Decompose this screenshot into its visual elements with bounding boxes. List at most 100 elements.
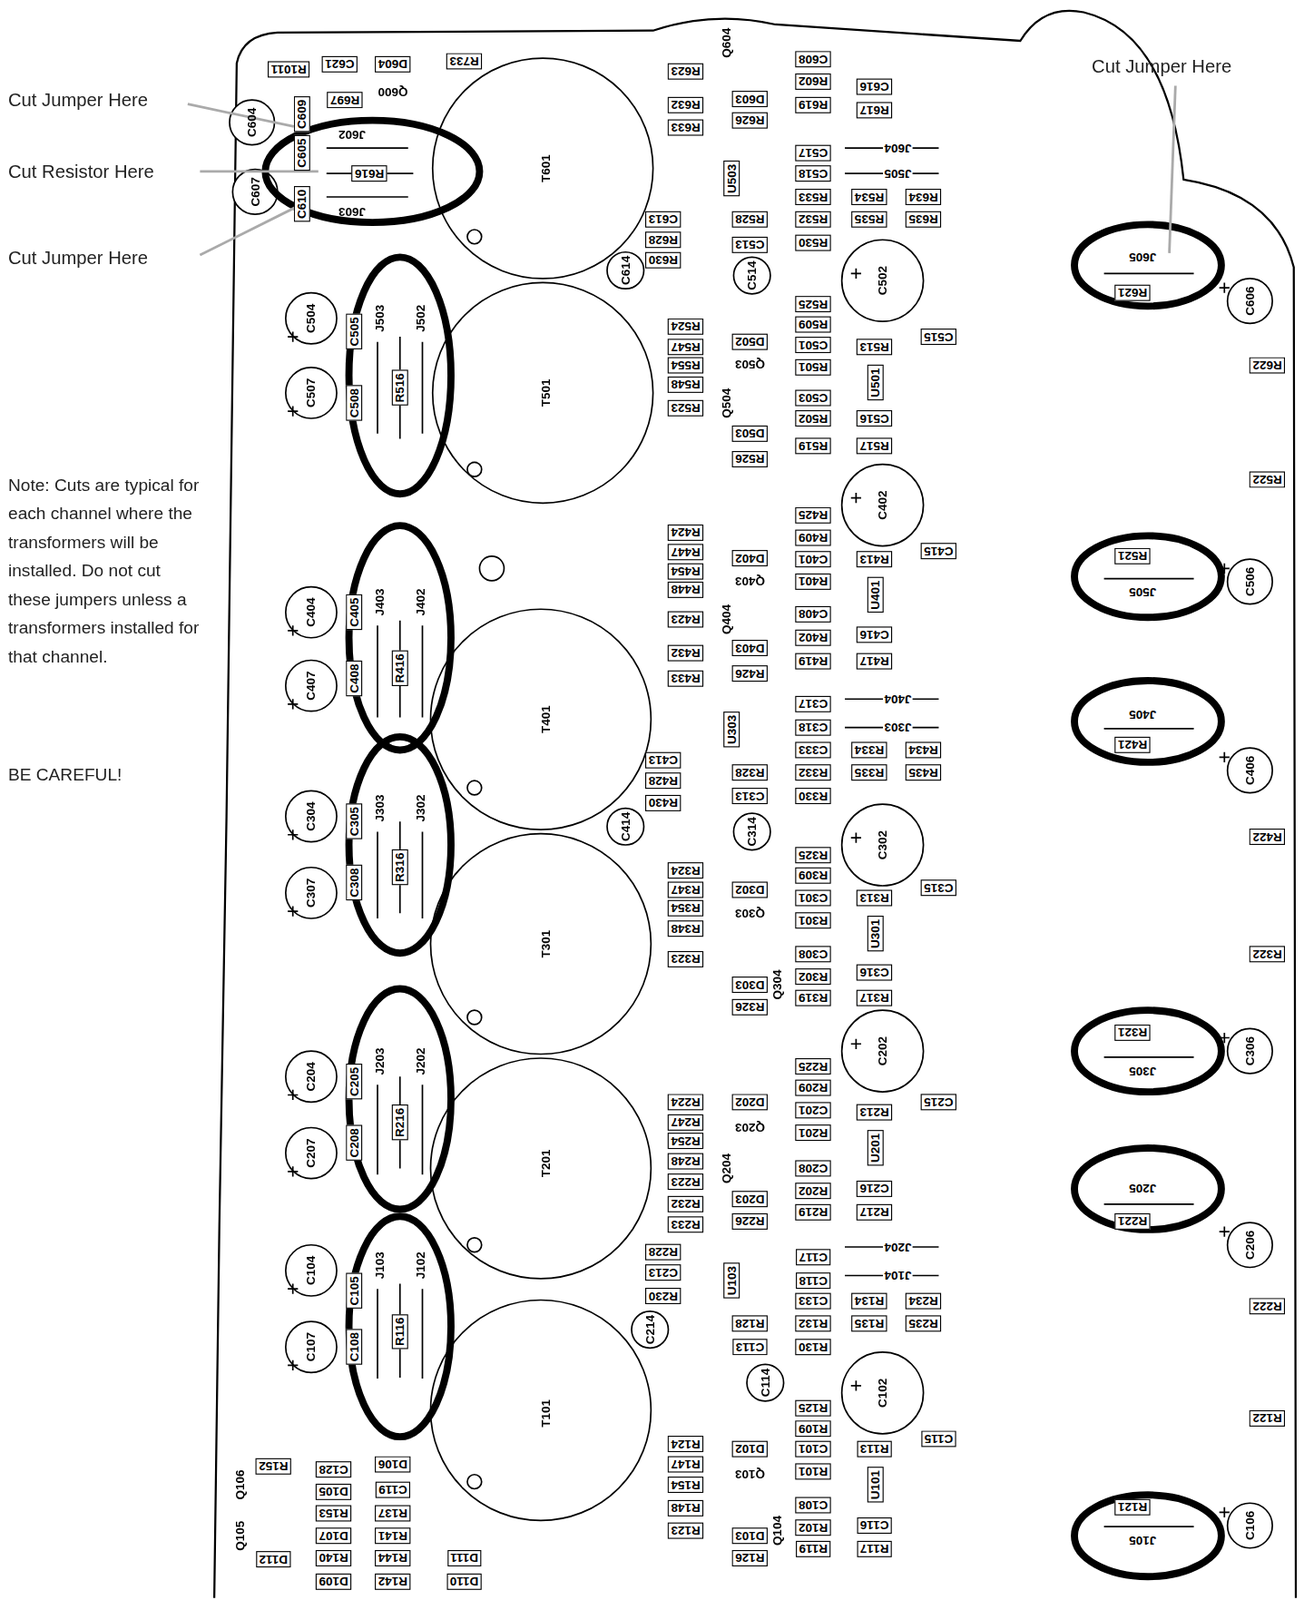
part-label: R430	[645, 794, 681, 812]
cut-markers	[264, 120, 1222, 1578]
part-label: J104	[882, 1268, 912, 1284]
part-label: D107	[315, 1527, 352, 1544]
part-label: R101	[795, 1462, 832, 1480]
part-label: R525	[795, 295, 832, 313]
part-label: R213	[856, 1104, 893, 1121]
part-label: R622	[1249, 357, 1285, 374]
part-label: U301	[867, 915, 884, 952]
callout-text: Cut Jumper Here	[1091, 58, 1232, 74]
part-label: C613	[645, 211, 681, 228]
part-label: J303	[882, 720, 912, 736]
part-label: R230	[645, 1287, 681, 1304]
part-label: J302	[412, 794, 428, 823]
part-label: R102	[795, 1519, 832, 1536]
part-label: C506	[1243, 567, 1258, 597]
part-label: R1011	[267, 60, 310, 78]
part-label: R422	[1249, 828, 1285, 845]
part-label: R332	[795, 764, 832, 781]
part-label: Q103	[735, 1467, 765, 1482]
part-label: J105	[1127, 1533, 1157, 1549]
callout-text: Cut Jumper Here	[8, 92, 148, 108]
part-label: R247	[667, 1114, 704, 1131]
part-label: R152	[255, 1458, 292, 1475]
part-label: C505	[345, 313, 363, 350]
part-label: R319	[795, 990, 832, 1007]
part-label: R697	[327, 91, 363, 108]
part-label: C105	[345, 1273, 363, 1309]
part-label: Q304	[770, 970, 785, 1001]
part-label: C117	[795, 1248, 831, 1265]
callout-text: Cut Resistor Here	[8, 164, 155, 179]
part-label: C305	[345, 803, 363, 840]
part-label: D111	[447, 1549, 482, 1567]
part-label: T201	[539, 1148, 554, 1177]
part-label: R222	[1249, 1297, 1285, 1314]
part-label: D604	[374, 56, 411, 73]
part-label: C401	[795, 550, 832, 568]
part-label: C308	[345, 864, 363, 901]
part-label: R140	[315, 1549, 352, 1567]
part-label: R626	[732, 112, 768, 129]
transformer-outlines	[431, 58, 654, 1520]
part-label: T501	[539, 379, 554, 408]
part-label: D103	[732, 1527, 768, 1544]
part-label: R125	[795, 1400, 832, 1417]
part-label: R548	[667, 376, 704, 393]
part-label: J205	[1127, 1181, 1157, 1197]
part-label: R533	[795, 188, 832, 206]
part-label: R347	[667, 881, 704, 898]
part-label: R419	[795, 653, 832, 670]
part-label: U503	[723, 160, 740, 197]
part-label: R224	[667, 1093, 704, 1110]
part-label: R330	[795, 787, 832, 804]
part-label: C133	[795, 1293, 832, 1310]
part-label: R421	[1115, 736, 1151, 754]
part-label: C333	[795, 741, 832, 758]
part-label: D106	[374, 1456, 411, 1473]
part-label: C605	[294, 135, 311, 171]
part-label: R301	[795, 911, 832, 929]
part-label: R617	[856, 101, 893, 118]
part-label: D402	[732, 549, 768, 567]
part-label: T601	[539, 154, 554, 183]
part-label: C416	[856, 626, 893, 643]
part-label: C413	[645, 752, 681, 769]
part-label: Q106	[232, 1470, 247, 1501]
part-label: R530	[795, 235, 832, 252]
part-label: J203	[372, 1047, 387, 1075]
part-label: C501	[795, 336, 832, 353]
part-label: R235	[905, 1314, 942, 1332]
part-label: C407	[303, 670, 319, 700]
part-label: U303	[723, 711, 740, 747]
part-label: R126	[732, 1549, 768, 1567]
part-label: R123	[667, 1522, 704, 1540]
part-label: D105	[315, 1483, 352, 1501]
part-label: R209	[795, 1079, 832, 1097]
part-label: C415	[921, 542, 957, 559]
part-label: C507	[303, 378, 319, 408]
part-label: R232	[667, 1196, 704, 1213]
part-label: C513	[732, 236, 768, 254]
part-label: D202	[732, 1093, 768, 1110]
part-label: R324	[667, 862, 704, 879]
part-label: D503	[732, 425, 768, 442]
part-label: R216	[392, 1104, 409, 1140]
part-label: R423	[667, 611, 704, 628]
part-label: C606	[1243, 286, 1258, 316]
part-label: R225	[795, 1058, 832, 1075]
part-label: J305	[1127, 1064, 1157, 1079]
part-label: C414	[617, 812, 633, 842]
part-label: Q600	[377, 84, 408, 99]
part-label: C515	[921, 328, 957, 345]
part-label: R228	[645, 1244, 681, 1261]
part-label: C214	[642, 1314, 657, 1344]
part-label: R635	[905, 211, 942, 228]
part-label: C609	[294, 96, 311, 132]
part-label: C102	[875, 1378, 891, 1408]
part-label: D102	[732, 1441, 768, 1458]
part-label: R334	[851, 741, 887, 758]
part-label: R302	[795, 968, 832, 985]
part-label: R202	[795, 1182, 832, 1199]
part-label: Q504	[719, 388, 735, 419]
part-label: R532	[795, 211, 832, 228]
